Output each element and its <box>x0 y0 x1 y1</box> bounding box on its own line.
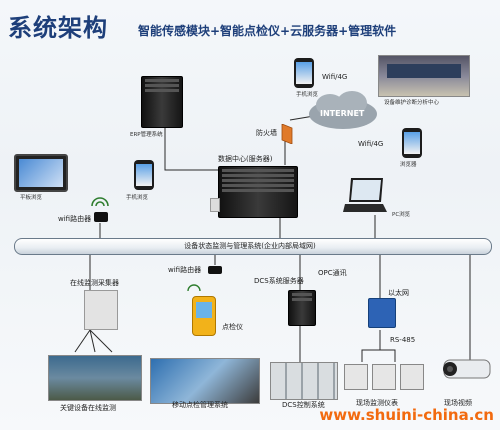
wifi-router-mid <box>208 266 222 274</box>
online-monitor-photo <box>48 355 142 401</box>
server-unit <box>210 198 220 212</box>
online-monitor-label: 关键设备在线监测 <box>60 404 116 412</box>
wifi-router-top <box>94 212 108 222</box>
field-meters-label: 现场监测仪表 <box>356 399 398 407</box>
collector-box <box>84 290 118 330</box>
field-video-label: 现场视频 <box>444 399 472 407</box>
wifi4g-right-label: Wifi/4G <box>358 140 384 148</box>
wifi-signal-icon <box>91 197 109 207</box>
dcs-server <box>288 290 316 326</box>
phone-top-caption: 手机浏览 <box>296 92 319 98</box>
inspector-label: 点检仪 <box>222 323 243 331</box>
phone-left-caption: 手机浏览 <box>126 195 149 201</box>
laptop-icon <box>343 178 387 212</box>
dcs-control-cabinets <box>270 362 338 400</box>
phone-right-caption: 浏览器 <box>400 162 417 168</box>
rs485-label: RS-485 <box>390 336 416 344</box>
link-collector-sensor1 <box>74 329 91 353</box>
phone-left <box>134 160 154 190</box>
pc-label: PC浏览 <box>392 212 411 218</box>
link-erp-datacenter <box>164 110 240 171</box>
wifi-router-mid-label: wifi路由器 <box>168 266 202 274</box>
dcs-control-label: DCS控制系统 <box>282 401 325 409</box>
inspector-wifi-icon <box>187 284 201 292</box>
rs485-gateway <box>368 298 396 328</box>
lan-bus <box>14 238 492 255</box>
datacenter-label: 数据中心(服务器) <box>218 155 273 163</box>
collector-label: 在线监测采集器 <box>70 279 119 287</box>
tablet <box>14 154 68 192</box>
monitoring-center-photo <box>378 55 470 97</box>
ethernet-label: 以太网 <box>388 289 409 297</box>
link-gateway-meters <box>361 330 381 362</box>
erp-label: ERP管理系统 <box>130 132 163 138</box>
watermark-url: www.shuini-china.cn <box>319 406 494 424</box>
mobile-inspection-photo <box>150 358 260 404</box>
link-gateway-meters-2 <box>380 349 396 362</box>
phone-right <box>402 128 422 158</box>
link-collector-sensor3 <box>89 329 113 353</box>
internet-cloud-icon <box>309 91 377 129</box>
opc-label: OPC通讯 <box>318 269 347 277</box>
camera-icon <box>443 359 491 379</box>
tablet-caption: 平板浏览 <box>20 195 43 201</box>
lan-bus-label: 设备状态监测与管理系统(企业内部局域网) <box>184 242 316 250</box>
internet-label: INTERNET <box>320 109 365 118</box>
page-subtitle: 智能传感模块+智能点检仪+云服务器+管理软件 <box>138 24 397 38</box>
wifi4g-top-label: Wifi/4G <box>322 73 348 81</box>
datacenter-rack <box>218 166 298 218</box>
mobile-inspection-label: 移动点检管理系统 <box>172 401 228 409</box>
erp-server <box>141 76 183 128</box>
inspector-device <box>192 296 216 336</box>
firewall-label: 防火墙 <box>256 129 277 137</box>
field-meters <box>344 364 424 390</box>
page-title: 系统架构 <box>8 14 108 42</box>
phone-top <box>294 58 314 88</box>
firewall-icon <box>281 124 293 144</box>
monitoring-center-label: 设备维护诊断分析中心 <box>384 100 440 106</box>
link-collector-sensor2 <box>89 329 96 353</box>
dcs-server-label: DCS系统服务器 <box>254 277 304 285</box>
wifi-router-top-label: wifi路由器 <box>58 215 92 223</box>
